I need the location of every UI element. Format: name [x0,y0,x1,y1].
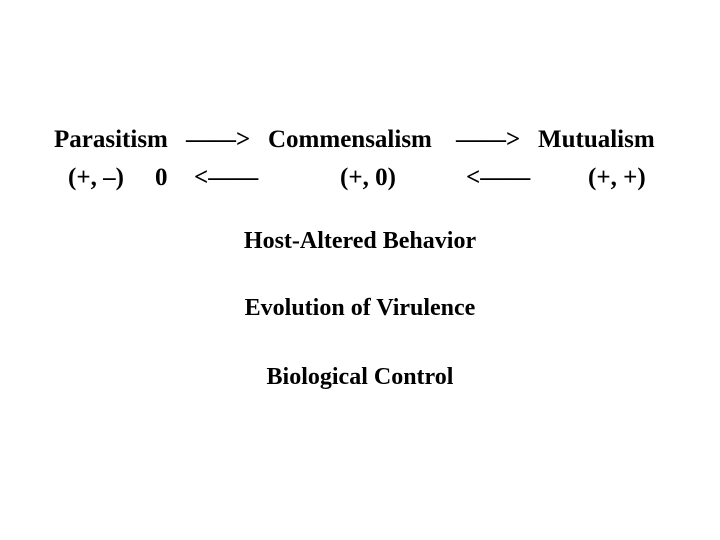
mutualism-label: Mutualism [538,126,655,153]
commensalism-label: Commensalism [268,126,432,153]
backward-arrow-2: <—— [466,164,531,191]
zero-label: 0 [155,164,168,191]
topic-evolution-of-virulence: Evolution of Virulence [244,295,476,321]
topic-host-altered-behavior: Host-Altered Behavior [243,228,477,254]
parasitism-label: Parasitism [54,126,168,153]
parasitism-sign: (+, –) [68,164,124,191]
forward-arrow-1: ——> [186,126,251,153]
forward-arrow-2: ——> [456,126,521,153]
commensalism-sign: (+, 0) [340,164,396,191]
topic-biological-control: Biological Control [266,364,454,390]
mutualism-sign: (+, +) [588,164,646,191]
backward-arrow-1: <—— [194,164,259,191]
